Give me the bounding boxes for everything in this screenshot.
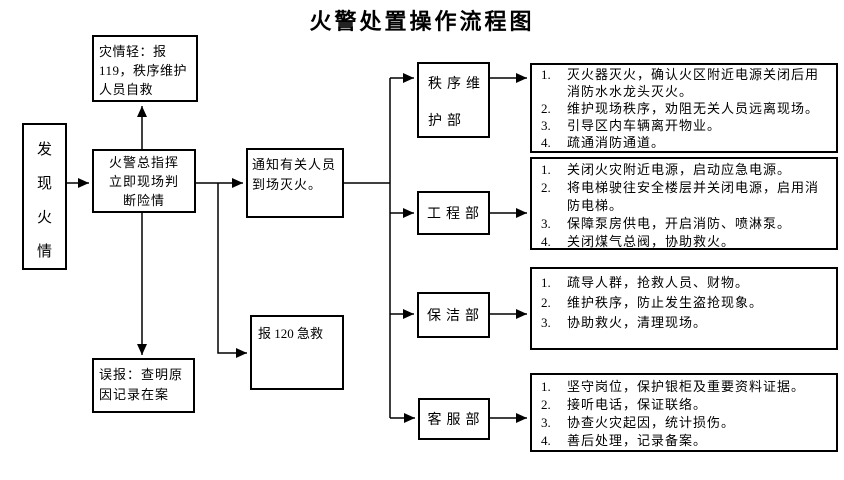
node-notify-personnel: 通知有关人员到场灭火。 (246, 148, 344, 218)
duty-text: 疏通消防通道。 (567, 135, 666, 150)
duty-text: 将电梯驶往安全楼层并关闭电源，启用消防电梯。 (567, 180, 820, 213)
dept-order-maintenance-label: 秩序维护部 (428, 77, 485, 129)
node-false-alarm: 误报：查明原因记录在案 (92, 358, 195, 413)
dept-box-cleaning: 保洁部 (417, 292, 490, 338)
duties-panel-customer-service: 1. 坚守岗位，保护银柜及重要资料证据。 2. 接听电话，保证联络。 3. 协查… (530, 373, 838, 452)
duty-item: 2. 维护现场秩序，劝阻无关人员远离现场。 (538, 100, 832, 117)
duty-number: 4. (541, 234, 551, 249)
duty-text: 坚守岗位，保护银柜及重要资料证据。 (567, 379, 806, 394)
duty-item: 4. 关闭煤气总阀，协助救火。 (538, 233, 832, 251)
duty-text: 关闭煤气总阀，协助救火。 (567, 234, 736, 249)
duty-number: 3. (541, 118, 551, 133)
node-discover-fire: 发现火情 (22, 123, 67, 270)
node-call-120-label: 报 120 急救 (258, 326, 324, 341)
duty-number: 2. (541, 101, 551, 116)
duty-number: 1. (541, 162, 551, 177)
duties-panel-engineering: 1. 关闭火灾附近电源，启动应急电源。 2. 将电梯驶往安全楼层并关闭电源，启用… (530, 157, 838, 250)
duty-text: 接听电话，保证联络。 (567, 397, 708, 412)
node-notify-personnel-label: 通知有关人员到场灭火。 (252, 157, 337, 192)
node-light-disaster: 灾情轻：报119，秩序维护人员自救 (92, 35, 198, 102)
duty-item: 3. 保障泵房供电，开启消防、喷淋泵。 (538, 215, 832, 233)
duty-text: 引导区内车辆离开物业。 (567, 118, 722, 133)
duty-text: 灭火器灭火，确认火区附近电源关闭后用消防水水龙头灭火。 (567, 67, 820, 99)
arrow-commander-to-call120 (217, 183, 247, 358)
duty-item: 4. 善后处理，记录备案。 (538, 432, 832, 450)
duty-item: 2. 接听电话，保证联络。 (538, 396, 832, 414)
duty-text: 维护秩序，防止发生盗抢现象。 (567, 295, 764, 310)
duty-item: 3. 引导区内车辆离开物业。 (538, 117, 832, 134)
duty-item: 1. 关闭火灾附近电源，启动应急电源。 (538, 161, 832, 179)
duty-number: 3. (541, 415, 551, 430)
duty-number: 2. (541, 295, 551, 310)
dept-cleaning-label: 保洁部 (427, 309, 484, 324)
duty-text: 协助救火，清理现场。 (567, 315, 708, 330)
duty-text: 维护现场秩序，劝阻无关人员远离现场。 (567, 101, 820, 116)
duty-number: 1. (541, 275, 551, 290)
duty-item: 1. 疏导人群，抢救人员、财物。 (538, 273, 832, 293)
node-call-120: 报 120 急救 (250, 315, 344, 390)
dept-box-order-maintenance: 秩序维护部 (417, 62, 490, 138)
duty-text: 保障泵房供电，开启消防、喷淋泵。 (567, 216, 792, 231)
duty-text: 善后处理，记录备案。 (567, 433, 708, 448)
dept-customer-service-label: 客服部 (427, 413, 485, 428)
node-commander: 火警总指挥立即现场判断险情 (92, 149, 196, 213)
duty-number: 4. (541, 135, 551, 150)
duty-item: 2. 维护秩序，防止发生盗抢现象。 (538, 293, 832, 313)
dept-engineering-label: 工程部 (427, 207, 484, 222)
node-commander-label: 火警总指挥立即现场判断险情 (108, 154, 179, 208)
node-false-alarm-label: 误报：查明原因记录在案 (99, 367, 184, 402)
duties-panel-cleaning: 1. 疏导人群，抢救人员、财物。 2. 维护秩序，防止发生盗抢现象。 3. 协助… (530, 267, 838, 350)
duty-text: 协查火灾起因，统计损伤。 (567, 415, 736, 430)
duty-number: 2. (541, 397, 551, 412)
duty-number: 1. (541, 67, 551, 82)
duty-number: 3. (541, 216, 551, 231)
page-title: 火警处置操作流程图 (309, 9, 535, 34)
duty-item: 2. 将电梯驶往安全楼层并关闭电源，启用消防电梯。 (538, 179, 832, 215)
duty-number: 1. (541, 379, 551, 394)
dept-box-engineering: 工程部 (417, 191, 490, 235)
duty-item: 1. 坚守岗位，保护银柜及重要资料证据。 (538, 378, 832, 396)
duty-item: 3. 协助救火，清理现场。 (538, 313, 832, 333)
duties-panel-order-maintenance: 1. 灭火器灭火，确认火区附近电源关闭后用消防水水龙头灭火。 2. 维护现场秩序… (530, 63, 838, 153)
duty-number: 4. (541, 433, 551, 448)
node-discover-fire-label: 发现火情 (36, 142, 52, 260)
duty-number: 3. (541, 315, 551, 330)
duty-item: 3. 协查火灾起因，统计损伤。 (538, 414, 832, 432)
dept-box-customer-service: 客服部 (418, 398, 490, 440)
duty-number: 2. (541, 180, 551, 195)
duty-text: 疏导人群，抢救人员、财物。 (567, 275, 750, 290)
duty-text: 关闭火灾附近电源，启动应急电源。 (567, 162, 792, 177)
duty-item: 1. 灭火器灭火，确认火区附近电源关闭后用消防水水龙头灭火。 (538, 66, 832, 100)
node-light-disaster-label: 灾情轻：报119，秩序维护人员自救 (99, 44, 188, 97)
duty-item: 4. 疏通消防通道。 (538, 134, 832, 151)
